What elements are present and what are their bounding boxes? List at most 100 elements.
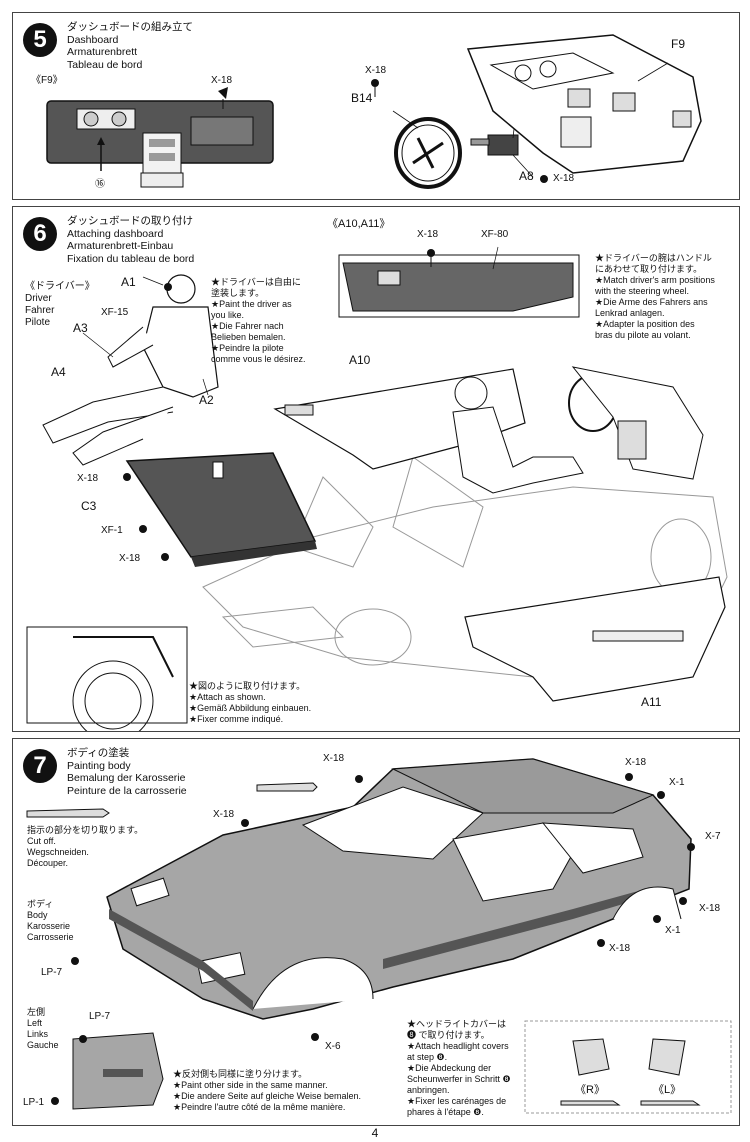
note-line: with the steering wheel.	[595, 286, 690, 296]
note-line: phares à l'étape ❽.	[407, 1107, 484, 1117]
attach-as-shown-note: ★図のように取り付けます。 ★Attach as shown. ★Gemäß A…	[189, 681, 311, 725]
note-line: ★Attach headlight covers	[407, 1041, 509, 1051]
note-line: ボディ	[27, 899, 54, 909]
paint-x6-label: X-6	[325, 1041, 341, 1052]
note-line: Gauche	[27, 1040, 59, 1050]
page-number: 4	[371, 1126, 379, 1140]
note-line: ★Die andere Seite auf gleiche Weise bema…	[173, 1091, 362, 1101]
title-jp: ダッシュボードの組み立て	[67, 21, 193, 33]
paint-lp7-label: LP-7	[41, 967, 63, 978]
note-line: ★Die Arme des Fahrers ans	[595, 297, 708, 307]
note-line: ★Die Fahrer nach	[211, 321, 284, 331]
other-side-note: ★反対側も同様に塗り分けます。 ★Paint other side in the…	[173, 1069, 361, 1113]
part-a10-label: A10	[349, 353, 371, 367]
title-fr: Tableau de bord	[67, 58, 143, 71]
part-b14-label: B14	[351, 91, 373, 105]
note-line: ★ドライバーの腕はハンドル	[595, 253, 712, 263]
part-x18-label: X-18	[553, 173, 575, 184]
arm-position-note: ★ドライバーの腕はハンドル にあわせて取り付けます。 ★Match driver…	[595, 253, 735, 341]
note-line: at step ❽.	[407, 1052, 448, 1062]
part-a8-label: A8	[519, 169, 534, 183]
part-x18-label: X-18	[323, 753, 345, 764]
note-line: ★Fixer les carénages de	[407, 1096, 507, 1106]
dashboard-illustration	[46, 34, 702, 189]
note-line: Carrosserie	[27, 932, 74, 942]
title-de: Bemalung der Karosserie	[67, 772, 186, 784]
part-16-label: ⑯	[95, 179, 105, 190]
part-x18-label: X-18	[699, 903, 721, 914]
body-painting-illustration	[26, 758, 732, 1114]
note-line: にあわせて取り付けます。	[595, 264, 703, 274]
part-x18-label: X-18	[119, 553, 141, 564]
note-line: ★Gemäß Abbildung einbauen.	[189, 703, 312, 713]
step-number: 6	[23, 217, 57, 251]
part-f9-label: F9	[671, 37, 686, 51]
note-line: ❽ で取り付けます。	[407, 1030, 490, 1040]
part-c3-label: C3	[81, 499, 97, 513]
paint-xf80-label: XF-80	[481, 229, 509, 240]
note-line: ★Peindre l'autre côté de la même manière…	[173, 1102, 346, 1112]
note-line: bras du pilote au volant.	[595, 330, 691, 340]
step-5-panel: 5 ダッシュボードの組み立て Dashboard Armaturenbrett …	[12, 12, 740, 200]
step-titles: ボディの塗装 Painting body Bemalung der Kaross…	[67, 747, 187, 797]
driver-jp: 《ドライバー》	[25, 281, 95, 292]
note-line: ★ドライバーは自由に	[211, 277, 301, 287]
inset-label-a10-a11: 《A10,A11》	[327, 218, 391, 230]
note-line: Karosserie	[27, 921, 71, 931]
part-x1-label: X-1	[665, 925, 681, 936]
note-line: ★Paint the driver as	[211, 299, 292, 309]
note-line: ★反対側も同様に塗り分けます。	[173, 1069, 308, 1079]
title-en: Painting body	[67, 759, 131, 772]
step-titles: ダッシュボードの取り付け Attaching dashboard Armatur…	[67, 215, 194, 265]
driver-en: Driver	[25, 293, 52, 304]
paint-driver-note: ★ドライバーは自由に 塗装します。 ★Paint the driver as y…	[211, 277, 306, 365]
step-7-panel: 7 ボディの塗装 Painting body Bemalung der Karo…	[12, 738, 740, 1126]
headlight-cover-note: ★ヘッドライトカバーは ❽ で取り付けます。 ★Attach headlight…	[407, 1019, 523, 1118]
part-a11-label: A11	[641, 695, 662, 709]
paint-lp7-label: LP-7	[89, 1011, 111, 1022]
part-x18-label: X-18	[365, 65, 387, 76]
part-a2-label: A2	[199, 393, 214, 407]
part-x7-label: X-7	[705, 831, 721, 842]
paint-lp1-label: LP-1	[23, 1097, 45, 1108]
title-en: Dashboard	[67, 33, 119, 46]
note-line: you like.	[211, 310, 245, 320]
note-line: ★ヘッドライトカバーは	[407, 1019, 507, 1029]
note-line: anbringen.	[407, 1085, 450, 1095]
step-titles: ダッシュボードの組み立て Dashboard Armaturenbrett Ta…	[67, 21, 193, 71]
part-a3-label: A3	[73, 321, 88, 335]
note-line: Cut off.	[27, 836, 56, 846]
paint-xf1-label: XF-1	[101, 525, 123, 536]
title-de: Armaturenbrett-Einbau	[67, 240, 174, 252]
part-x18-label: X-18	[417, 229, 439, 240]
note-line: ★Die Abdeckung der	[407, 1063, 492, 1073]
paint-xf15-label: XF-15	[101, 307, 129, 318]
inset-label-f9: 《F9》	[31, 75, 63, 86]
note-line: Scheunwerfer in Schritt ❽	[407, 1074, 511, 1084]
right-cover-label: 《R》	[575, 1084, 605, 1096]
driver-label: 《ドライバー》 Driver Fahrer Pilote	[25, 281, 95, 329]
cut-off-note: 指示の部分を切り取ります。 Cut off. Wegschneiden. Déc…	[27, 825, 143, 869]
note-line: ★Peindre la pilote	[211, 343, 284, 353]
note-line: 指示の部分を切り取ります。	[27, 825, 144, 835]
part-x18-label: X-18	[211, 75, 233, 86]
note-line: ★Adapter la position des	[595, 319, 695, 329]
part-a1-label: A1	[121, 275, 136, 289]
part-x18-label: X-18	[609, 943, 631, 954]
part-x18-label: X-18	[625, 757, 647, 768]
driver-fr: Pilote	[25, 317, 51, 328]
note-line: ★Match driver's arm positions	[595, 275, 715, 285]
note-line: Découper.	[27, 858, 69, 868]
interior-assembly-illustration	[26, 246, 728, 731]
driver-de: Fahrer	[25, 305, 55, 316]
note-line: comme vous le désirez.	[211, 354, 306, 364]
step-6-panel: 6 ダッシュボードの取り付け Attaching dashboard Armat…	[12, 206, 740, 732]
note-line: ★Paint other side in the same manner.	[173, 1080, 328, 1090]
note-line: ★Attach as shown.	[189, 692, 266, 702]
title-de: Armaturenbrett	[67, 46, 138, 58]
part-x18-label: X-18	[77, 473, 99, 484]
part-x18-label: X-18	[213, 809, 235, 820]
part-a4-label: A4	[51, 365, 66, 379]
note-line: Lenkrad anlagen.	[595, 308, 665, 318]
note-line: Left	[27, 1018, 43, 1028]
